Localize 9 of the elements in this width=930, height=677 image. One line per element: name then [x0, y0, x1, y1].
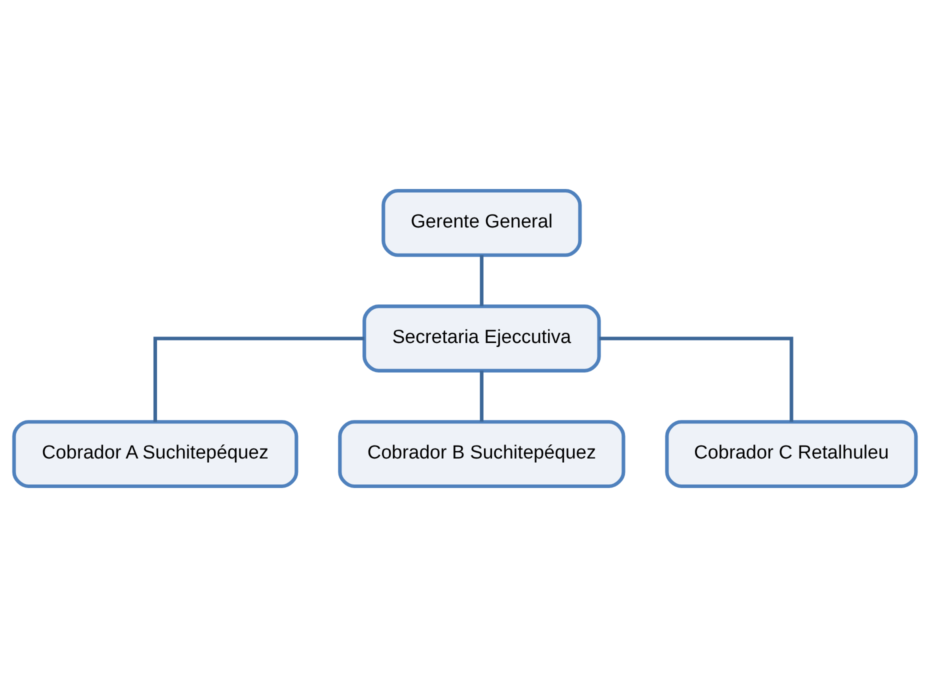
node-box: Gerente General — [382, 188, 582, 257]
node-box: Cobrador B Suchitepéquez — [338, 420, 626, 488]
connector — [599, 336, 794, 422]
connector — [480, 370, 484, 422]
node-box: Cobrador C Retalhuleu — [665, 420, 918, 488]
node-box: Secretaria Ejeccutiva — [362, 304, 601, 372]
connector — [153, 336, 364, 422]
node-box: Cobrador A Suchitepéquez — [12, 420, 298, 488]
connector — [480, 255, 484, 306]
